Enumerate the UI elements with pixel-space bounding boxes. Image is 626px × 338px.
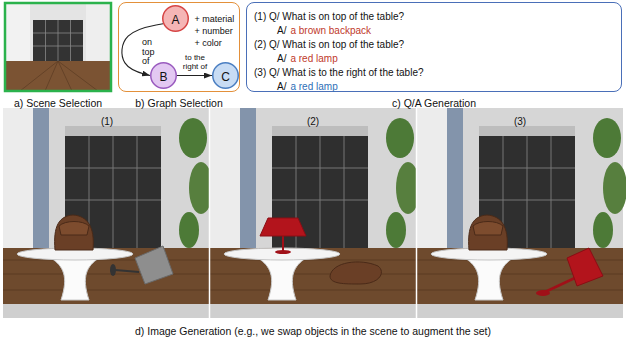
scene-wall-light	[86, 3, 111, 61]
scene-wall	[5, 3, 111, 91]
edge-label-slot: on top of	[142, 38, 164, 67]
circle-outline	[213, 63, 239, 89]
label-slot: (1)	[92, 111, 122, 129]
red-lamp-fallen	[567, 248, 603, 286]
floor-plank	[58, 61, 72, 91]
qa-panel: (1) Q/ What is on top of the table? A/a b…	[246, 2, 622, 92]
attribute-item: + material	[195, 14, 235, 24]
lampshade	[135, 246, 173, 284]
text-slot: A/	[277, 20, 286, 38]
render-number: (3)	[514, 116, 526, 128]
question-text: (2) Q/ What is on top of the table?	[254, 39, 404, 51]
render-number: (2)	[307, 116, 319, 128]
question-text: (3) Q/ What is to the right of the table…	[254, 67, 424, 79]
node-letter: A	[171, 14, 179, 28]
answer-prefix: A/	[277, 53, 286, 65]
render-1	[3, 108, 213, 318]
red-lamp	[260, 218, 306, 236]
label-slot: d) Image Generation (e.g., we swap objec…	[13, 321, 613, 338]
answer-text: a brown backpack	[290, 25, 371, 37]
window-bar	[45, 20, 46, 61]
text-slot: + material	[195, 8, 235, 26]
label-slot: (3)	[505, 111, 535, 129]
circle-outline	[151, 63, 177, 89]
lamp-stem	[282, 236, 284, 252]
window-bar	[58, 20, 59, 61]
backpack-on-floor	[330, 262, 381, 284]
scene-background	[417, 108, 626, 318]
text-slot: a red lamp	[290, 76, 337, 94]
question-text: (1) Q/ What is on top of the table?	[254, 11, 404, 23]
label-slot: c) Q/A Generation	[334, 93, 534, 111]
render-number: (1)	[101, 116, 113, 128]
panel-caption: b) Graph Selection	[135, 97, 223, 109]
edge-label-slot: to the right of	[178, 54, 212, 71]
lamp-stem	[115, 270, 139, 272]
attribute-item: + color	[195, 38, 222, 48]
scene-frame	[5, 3, 111, 91]
text-slot: (1) Q/ What is on top of the table?	[254, 6, 404, 24]
scene-floor	[5, 61, 111, 91]
graph-node-circle: B	[150, 62, 177, 89]
floor-plank	[20, 61, 58, 91]
text-slot: a red lamp	[290, 48, 337, 66]
scene-window	[33, 20, 83, 61]
scene-wall-light	[5, 3, 30, 61]
panel-caption: c) Q/A Generation	[392, 97, 476, 109]
floor-plank	[45, 61, 58, 91]
render-divider	[416, 108, 418, 318]
text-slot: (3) Q/ What is to the right of the table…	[254, 62, 424, 80]
render-divider	[209, 108, 211, 318]
window-bar	[33, 46, 83, 47]
attribute-item: + number	[195, 26, 233, 36]
panel-caption: d) Image Generation (e.g., we swap objec…	[135, 325, 491, 337]
text-slot: C	[221, 67, 230, 85]
text-slot: A/	[277, 48, 286, 66]
text-slot: a brown backpack	[290, 20, 371, 38]
lamp-base	[275, 250, 291, 254]
graph-panel: + material + number + color A B C	[118, 2, 240, 92]
render-2	[210, 108, 420, 318]
label-slot: a) Scene Selection	[3, 93, 113, 111]
text-slot: A	[171, 10, 179, 28]
text-slot: A/	[277, 76, 286, 94]
lamp-base	[110, 264, 116, 276]
answer-text: a red lamp	[290, 81, 337, 93]
render-3	[417, 108, 626, 318]
circle-outline	[163, 6, 189, 32]
floor-plank	[58, 61, 98, 91]
label-slot: b) Graph Selection	[114, 93, 244, 111]
panel-caption: a) Scene Selection	[14, 97, 102, 109]
text-slot: (2) Q/ What is on top of the table?	[254, 34, 404, 52]
graph-node-circle: C	[212, 62, 239, 89]
relation-label: to the right of	[178, 54, 212, 71]
lamp-base	[536, 290, 550, 296]
scene-background	[210, 108, 420, 318]
backpack-on-table	[469, 215, 508, 250]
answer-prefix: A/	[277, 81, 286, 93]
node-letter: B	[159, 71, 167, 85]
answer-text: a red lamp	[290, 53, 337, 65]
window-bar	[70, 20, 71, 61]
relation-arrow	[177, 75, 212, 76]
label-slot: (2)	[298, 111, 328, 129]
node-letter: C	[221, 71, 230, 85]
graph-node-circle: A	[162, 5, 189, 32]
text-slot: B	[159, 67, 167, 85]
window-bar	[33, 33, 83, 34]
scene-background	[3, 108, 213, 318]
backpack-on-table	[55, 215, 94, 250]
relation-label: on top of	[142, 38, 164, 67]
answer-prefix: A/	[277, 25, 286, 37]
